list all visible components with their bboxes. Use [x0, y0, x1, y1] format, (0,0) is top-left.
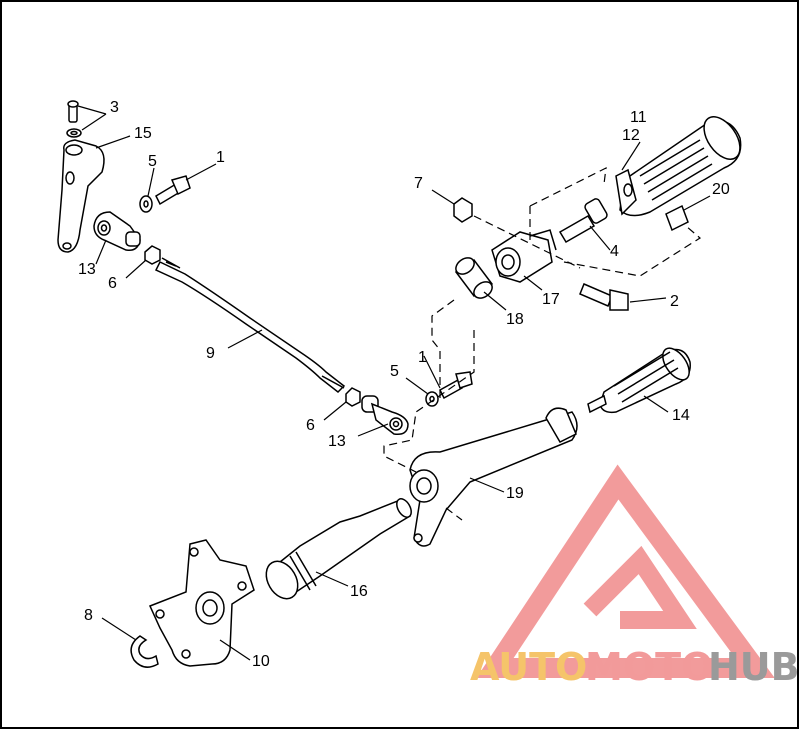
- part-17-clamp: [491, 229, 557, 283]
- callout-5-lower: 5: [390, 363, 399, 380]
- part-13-rod-end-upper: [93, 211, 141, 252]
- part-7-nut: [453, 197, 473, 223]
- part-8-retaining-ring: [130, 635, 159, 668]
- part-13-rod-end-lower: [361, 395, 409, 436]
- part-9-shift-rod: [154, 257, 346, 393]
- callout-1-upper: 1: [216, 149, 225, 166]
- callout-19: 19: [506, 485, 524, 502]
- watermark-part-moto: MOTO: [585, 645, 713, 689]
- part-14-footpeg: [587, 347, 691, 414]
- callout-17: 17: [542, 291, 560, 308]
- part-20-clip: [665, 204, 689, 232]
- callout-4: 4: [610, 243, 619, 260]
- callout-6-lower: 6: [306, 417, 315, 434]
- callout-11: 11: [630, 109, 647, 126]
- callout-6-upper: 6: [108, 275, 117, 292]
- callout-7: 7: [414, 175, 423, 192]
- assembly-lines: [383, 166, 702, 521]
- callout-18: 18: [506, 311, 524, 328]
- callouts: 3 15 5 1 13 6 9 1 5 6 13 7 11 12 20 4 17…: [78, 99, 730, 670]
- callout-15: 15: [134, 125, 152, 142]
- logo-triangle-outer: [476, 464, 775, 678]
- part-1-bolt-lower: [439, 371, 473, 400]
- part-10-bracket: [148, 539, 255, 667]
- watermark-part-auto: AUTO: [470, 645, 587, 689]
- part-2-bolt: [579, 283, 629, 311]
- callout-16: 16: [350, 583, 368, 600]
- leader-lines: [77, 105, 711, 661]
- part-16-shaft: [265, 498, 412, 600]
- callout-10: 10: [252, 653, 270, 670]
- callout-8: 8: [84, 607, 93, 624]
- part-1-bolt-upper: [155, 175, 191, 206]
- part-11-footpeg: [615, 116, 742, 217]
- callout-3: 3: [110, 99, 119, 116]
- callout-14: 14: [672, 407, 690, 424]
- part-6-nut-upper: [144, 245, 161, 265]
- callout-1-lower: 1: [418, 349, 427, 366]
- callout-13-lower: 13: [328, 433, 346, 450]
- part-3-screw: [66, 100, 82, 138]
- part-4-screw: [558, 198, 608, 244]
- watermark-logo: [476, 464, 775, 678]
- callout-5-upper: 5: [148, 153, 157, 170]
- part-15-lever: [57, 139, 105, 253]
- parts-artwork: [57, 100, 742, 668]
- watermark-part-hub: HUB: [708, 645, 800, 689]
- part-19-lever: [409, 407, 578, 547]
- callout-20: 20: [712, 181, 730, 198]
- callout-12: 12: [622, 127, 640, 144]
- callout-2: 2: [670, 293, 679, 310]
- logo-inner-mark: [583, 545, 697, 629]
- callout-9: 9: [206, 345, 215, 362]
- callout-13-upper: 13: [78, 261, 96, 278]
- watermark-text: AUTO MOTO HUB: [470, 645, 800, 689]
- part-18-bushing: [454, 257, 494, 299]
